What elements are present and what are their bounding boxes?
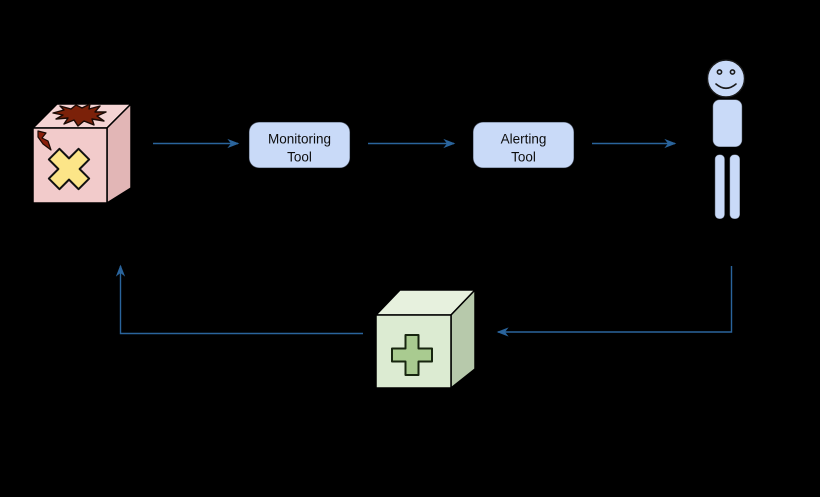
person-left-eye-icon — [716, 69, 723, 75]
monitoring-tool-label-line1: Monitoring — [268, 132, 331, 147]
arrow-person-to-remedy — [496, 266, 733, 337]
person-torso — [712, 99, 743, 148]
person-figure — [706, 59, 746, 220]
alerting-tool-label-line2: Tool — [511, 150, 536, 165]
monitoring-tool-box — [248, 121, 351, 169]
person-right-leg — [729, 154, 741, 220]
broken-system-cube — [32, 103, 132, 204]
arrow-remedy-to-system — [115, 264, 363, 335]
person-right-eye-icon — [729, 69, 736, 75]
alerting-tool-node: Alerting Tool — [472, 121, 575, 169]
error-cross-icon — [47, 147, 91, 191]
explosion-splat-icon — [52, 103, 107, 127]
person-left-leg — [714, 154, 726, 220]
alerting-tool-label-line1: Alerting — [501, 132, 547, 147]
remedy-cube — [375, 289, 476, 389]
alerting-tool-box — [472, 121, 575, 169]
person-head — [706, 59, 746, 98]
monitoring-tool-label-line2: Tool — [287, 150, 312, 165]
first-aid-plus-icon — [391, 334, 433, 376]
lightning-bolt-icon — [37, 130, 52, 151]
monitoring-tool-node: Monitoring Tool — [248, 121, 351, 169]
person-smile-icon — [715, 83, 737, 90]
